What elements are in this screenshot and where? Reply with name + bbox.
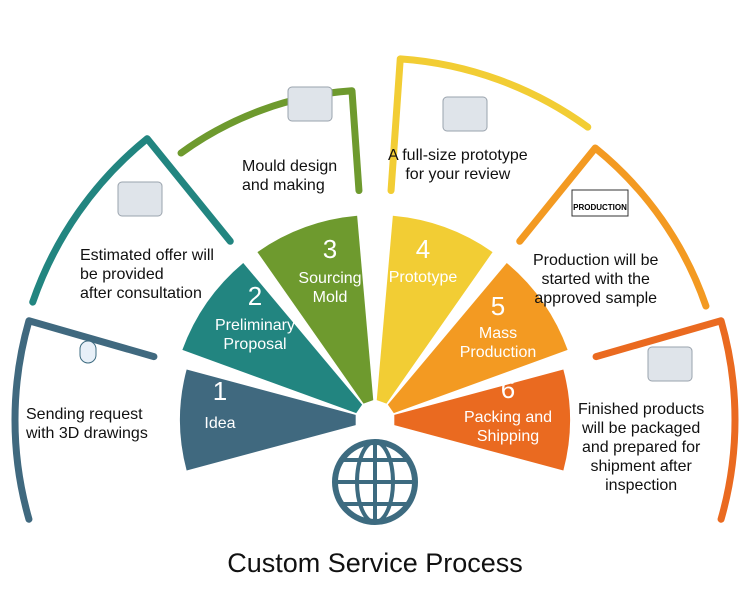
step-1-outline-band bbox=[11, 317, 158, 523]
step-3-label: Mold bbox=[313, 289, 348, 306]
step-2-label: Proposal bbox=[223, 336, 286, 353]
step-4-outline-band bbox=[387, 55, 592, 195]
shipping-icon bbox=[647, 346, 693, 382]
checklist-person-icon bbox=[117, 181, 163, 217]
mold-machine-icon bbox=[287, 86, 333, 122]
checklist-person-icon-shape bbox=[117, 181, 163, 217]
step-6-label: Packing and bbox=[464, 409, 552, 426]
lightbulb-icon bbox=[79, 340, 97, 364]
step-1-description: Sending request with 3D drawings bbox=[26, 406, 148, 442]
lightbulb-icon-shape bbox=[79, 340, 97, 364]
step-4-label: Prototype bbox=[389, 269, 458, 286]
step-3-description: Mould design and making bbox=[242, 158, 338, 194]
step-6-number: 6 bbox=[501, 374, 515, 404]
step-4-number: 4 bbox=[416, 234, 430, 264]
step-5-number: 5 bbox=[491, 291, 505, 321]
step-6-wedge bbox=[394, 369, 570, 471]
step-3-number: 3 bbox=[323, 234, 337, 264]
prototype-part-icon-shape bbox=[442, 96, 488, 132]
prototype-part-icon bbox=[442, 96, 488, 132]
step-5-outline-band bbox=[516, 144, 710, 310]
step-5-description: Production will be started with the appr… bbox=[533, 252, 659, 307]
step-2-description: Estimated offer will be provided after c… bbox=[80, 247, 214, 302]
step-6-outline-band bbox=[592, 317, 739, 523]
step-1-number: 1 bbox=[213, 376, 227, 406]
step-2-wedge bbox=[182, 262, 363, 414]
step-5-label: Mass bbox=[479, 325, 517, 342]
step-3-wedge bbox=[257, 215, 374, 404]
diagram-title: Custom Service Process bbox=[227, 548, 523, 578]
step-3-outline-band bbox=[177, 87, 363, 195]
step-2-outline-band bbox=[29, 135, 234, 306]
step-2-number: 2 bbox=[248, 281, 262, 311]
step-3-label: Sourcing bbox=[298, 270, 361, 287]
production-robot-icon: PRODUCTION bbox=[571, 189, 629, 217]
step-1-wedge bbox=[180, 369, 356, 471]
step-4-wedge bbox=[376, 215, 493, 404]
shipping-icon-shape bbox=[647, 346, 693, 382]
step-6-description: Finished products will be packaged and p… bbox=[578, 401, 705, 494]
step-5-wedge bbox=[387, 262, 568, 414]
mold-machine-icon-shape bbox=[287, 86, 333, 122]
production-icon-text: PRODUCTION bbox=[573, 203, 627, 212]
step-2-label: Preliminary bbox=[215, 317, 295, 334]
step-1-label: Idea bbox=[204, 415, 235, 432]
step-4-description: A full-size prototype for your review bbox=[388, 147, 528, 183]
step-6-label: Shipping bbox=[477, 428, 539, 445]
production-robot-icon-shape bbox=[571, 189, 629, 217]
step-5-label: Production bbox=[460, 344, 537, 361]
